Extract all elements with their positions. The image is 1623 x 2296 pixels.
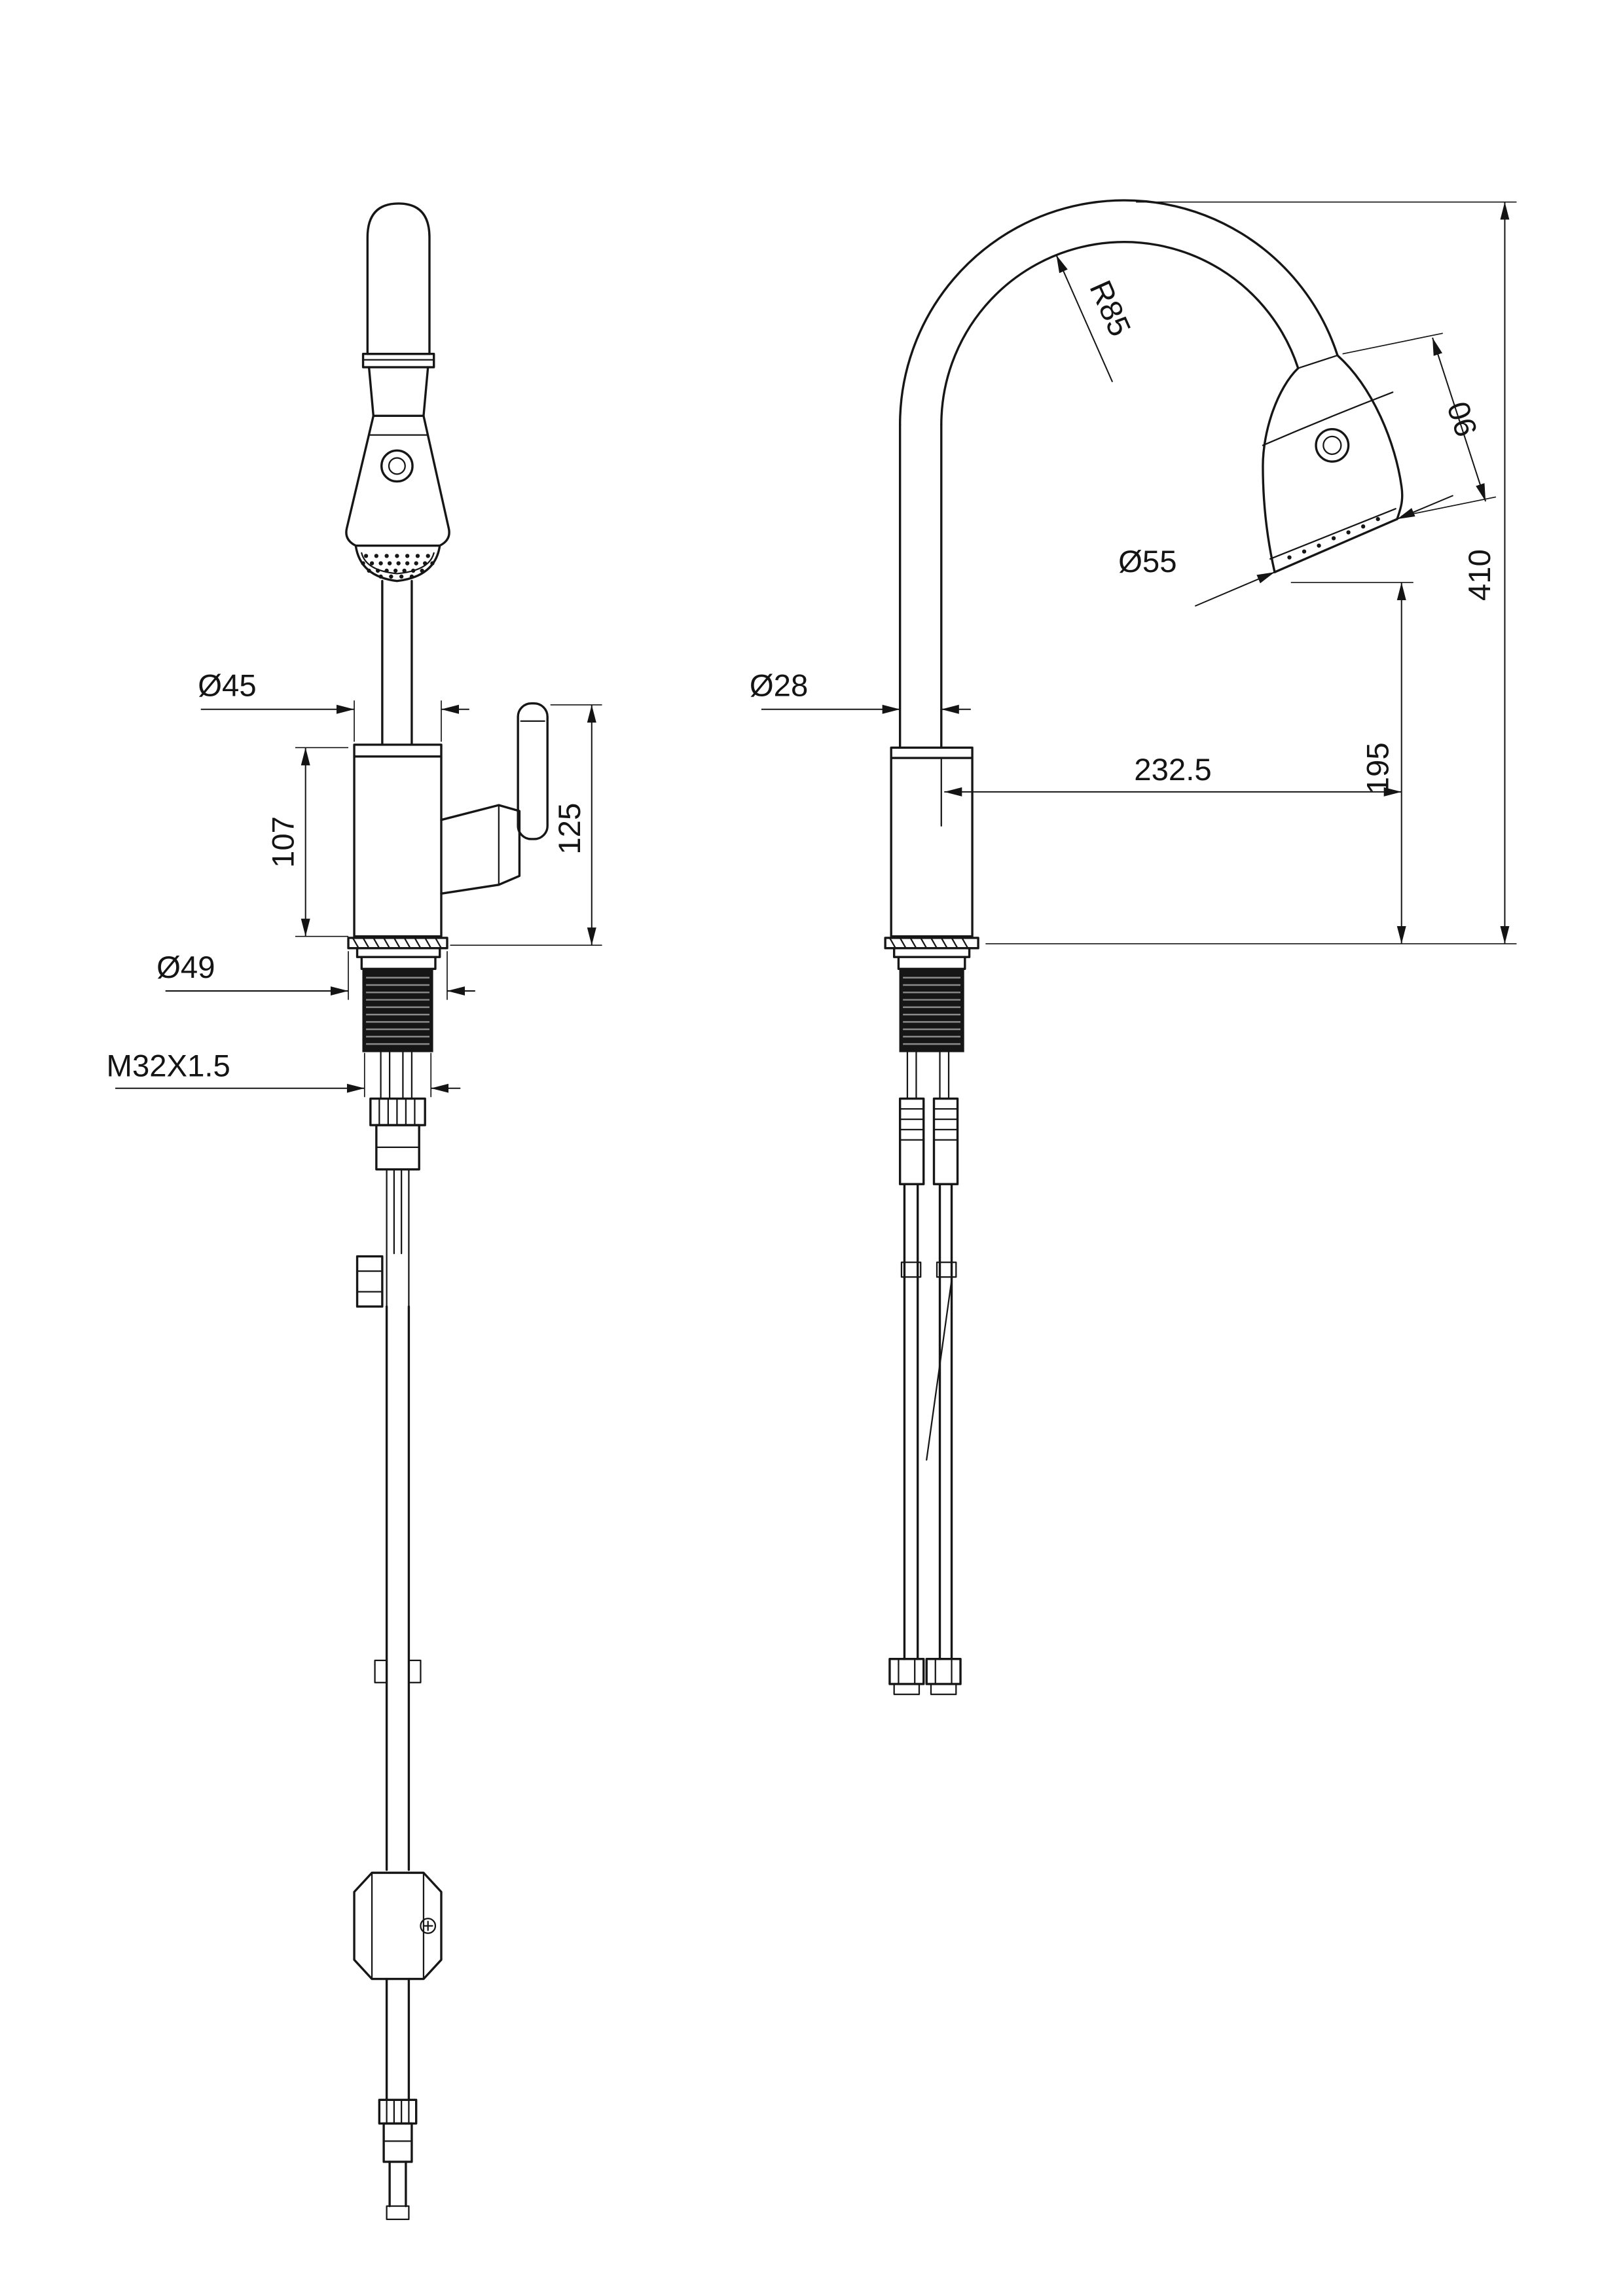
dim-label-column-diameter: Ø28 — [750, 668, 808, 703]
hose-weight — [353, 1871, 443, 1981]
side-supply-hoses — [888, 1050, 962, 1695]
dim-label-overall-height: 410 — [1463, 549, 1497, 601]
hose-clip — [356, 1255, 384, 1308]
supply-hose-nuts — [888, 1657, 962, 1695]
spray-holes-front — [361, 554, 435, 579]
dim-label-body-with-handle-height: 125 — [553, 803, 587, 855]
spray-holes-side — [1287, 516, 1380, 560]
side-spray-head — [1262, 354, 1404, 573]
dim-label-base-diameter: Ø49 — [156, 950, 215, 985]
side-spout-arc — [898, 199, 1339, 749]
side-base-and-thread — [884, 937, 979, 1052]
front-view: Ø45 107 125 Ø49 M32X1.5 — [107, 202, 602, 2220]
front-hose-assembly — [353, 1050, 443, 2220]
dim-label-outlet-height: 195 — [1360, 742, 1395, 794]
front-base-and-thread — [347, 937, 448, 1052]
side-body — [890, 746, 974, 938]
side-view: Ø28 R85 90 Ø55 232.5 195 410 — [750, 199, 1517, 1695]
spray-button-side — [1315, 427, 1350, 463]
front-dimensions: Ø45 107 125 Ø49 M32X1.5 — [107, 668, 602, 1098]
dim-label-body-height: 107 — [266, 816, 301, 868]
front-body — [353, 744, 443, 938]
hose-end-connector — [378, 2098, 418, 2220]
front-spout-tube — [381, 580, 413, 746]
front-spray-head — [345, 202, 450, 583]
spray-button-front — [380, 449, 414, 483]
dim-label-reach: 232.5 — [1134, 753, 1211, 787]
threaded-shank-side — [899, 968, 964, 1052]
dim-label-spout-diameter: Ø45 — [198, 668, 256, 703]
front-handle-lever — [440, 702, 549, 895]
dim-label-spray-face-diameter: Ø55 — [1118, 545, 1176, 579]
dim-label-mounting-thread: M32X1.5 — [107, 1049, 230, 1084]
side-dimensions: Ø28 R85 90 Ø55 232.5 195 410 — [750, 201, 1517, 944]
threaded-shank-front — [362, 968, 433, 1052]
dim-label-head-length: 90 — [1441, 397, 1485, 440]
